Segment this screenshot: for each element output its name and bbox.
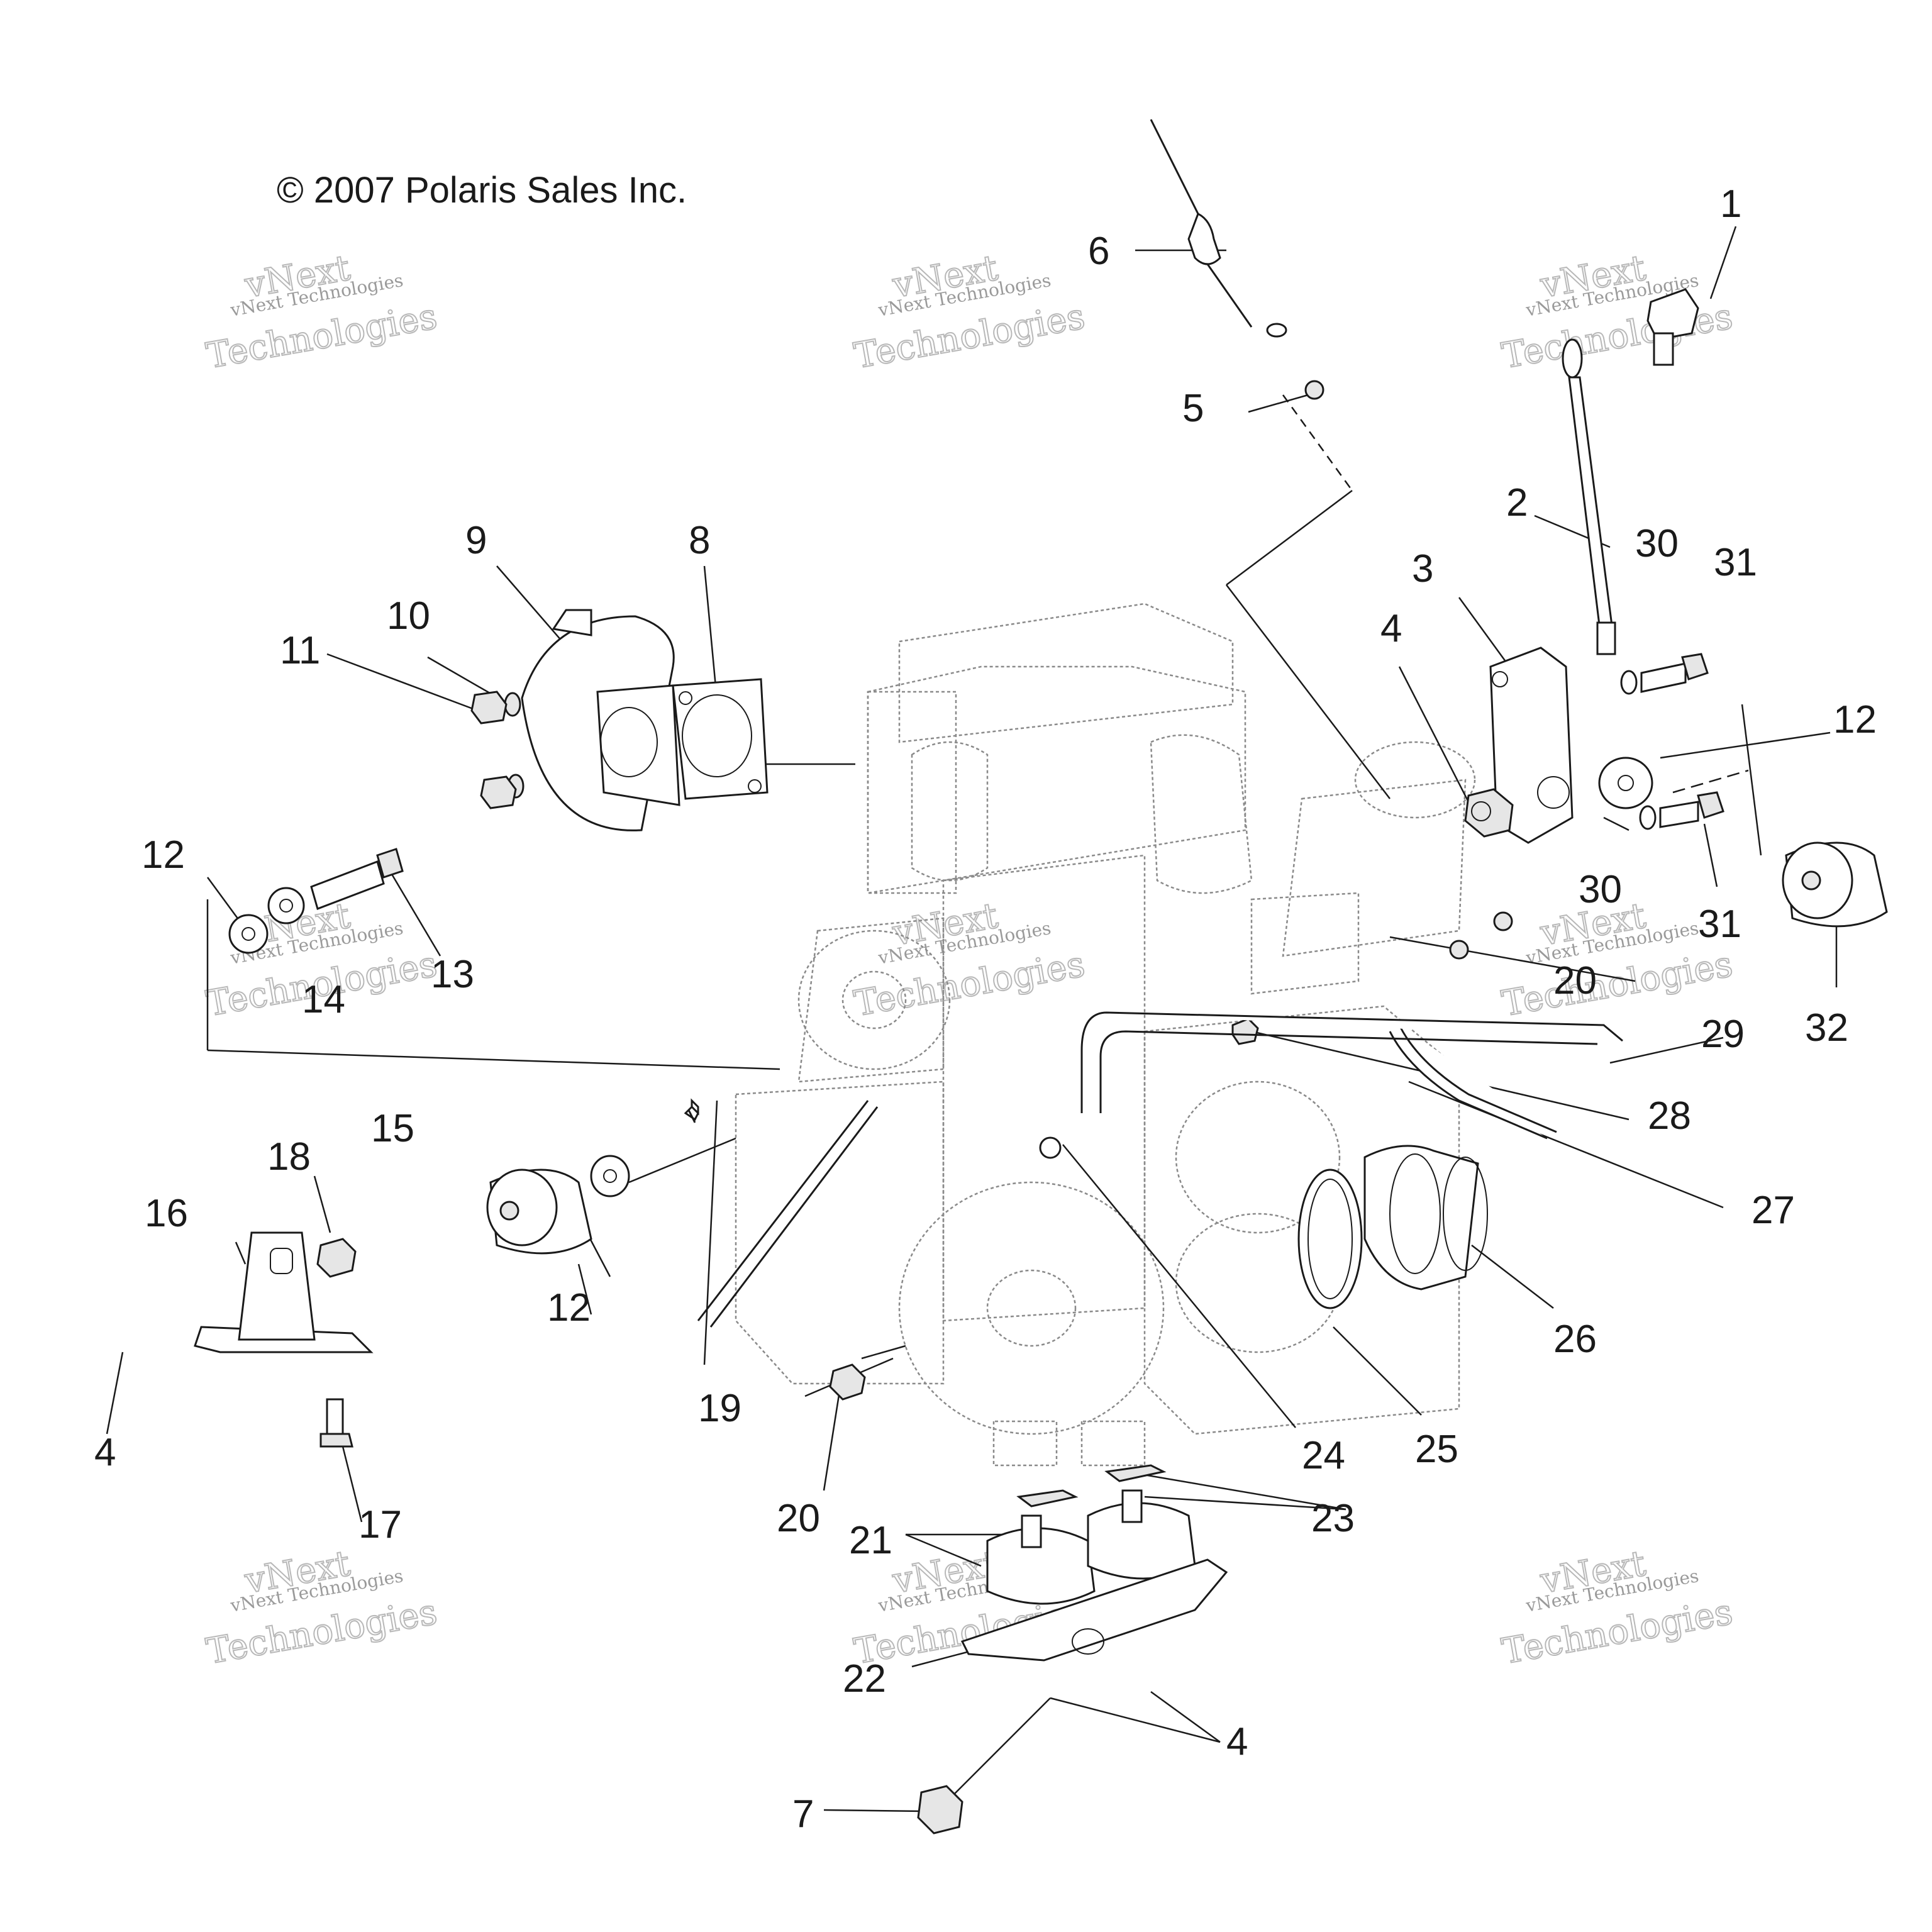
watermark-bottom-left: vNext vNext Technologies Technologies <box>203 1543 440 1674</box>
callout-31-bottom: 31 <box>1698 902 1741 946</box>
part-20-nut-lower <box>829 1363 866 1401</box>
callout-24: 24 <box>1302 1434 1345 1477</box>
part-1-bolt <box>1646 288 1699 366</box>
part-15-mount <box>486 1169 592 1255</box>
callout-2: 2 <box>1506 481 1528 525</box>
callout-20-lower: 20 <box>777 1497 820 1540</box>
part-6-cable <box>1150 119 1287 338</box>
callout-12-left: 12 <box>142 833 185 877</box>
part-12-washer-left <box>228 914 269 954</box>
callout-8: 8 <box>689 519 710 562</box>
part-9-elbow <box>521 609 680 831</box>
part-16-bracket <box>194 1231 374 1353</box>
callout-20-upper: 20 <box>1553 959 1597 1002</box>
part-17-bolt <box>319 1398 353 1448</box>
part-2-rod <box>1562 338 1616 655</box>
callout-6: 6 <box>1088 230 1109 273</box>
callout-21: 21 <box>849 1519 892 1562</box>
callout-5: 5 <box>1182 387 1204 430</box>
callout-12-right: 12 <box>1833 698 1877 741</box>
part-18-nut <box>316 1238 357 1278</box>
watermark-top-center: vNext vNext Technologies Technologies <box>850 247 1088 378</box>
part-29-hose <box>1080 1011 1623 1113</box>
callout-12-mount: 12 <box>547 1286 591 1330</box>
callout-1: 1 <box>1720 182 1741 226</box>
callout-26: 26 <box>1553 1318 1597 1361</box>
callout-4-left: 4 <box>94 1431 116 1474</box>
part-28-clip <box>1231 1018 1259 1045</box>
part-26-boot <box>1363 1145 1488 1291</box>
callout-14: 14 <box>302 978 345 1021</box>
part-31-bolt <box>1640 653 1724 828</box>
part-22-plate <box>960 1558 1228 1662</box>
part-7-nut <box>917 1785 963 1835</box>
callout-17: 17 <box>358 1503 402 1546</box>
callout-22: 22 <box>843 1657 886 1701</box>
callout-4-bracket: 4 <box>1380 607 1402 650</box>
part-11-nut <box>470 691 517 809</box>
part-21-mount <box>986 1489 1196 1605</box>
callout-13: 13 <box>431 953 474 996</box>
part-19-rod <box>684 1098 879 1328</box>
watermark-mid-center: vNext vNext Technologies Technologies <box>850 895 1088 1026</box>
part-32-mount <box>1782 841 1888 928</box>
callout-11: 11 <box>280 629 320 672</box>
callout-18: 18 <box>267 1135 311 1179</box>
callout-3: 3 <box>1412 547 1433 591</box>
callout-31-top: 31 <box>1714 541 1757 584</box>
part-4-nut-bracket <box>1464 788 1514 838</box>
part-12-washer-mount <box>590 1155 630 1197</box>
engine-assembly <box>735 602 1476 1467</box>
callout-30-bottom: 30 <box>1579 868 1622 911</box>
watermark-top-left: vNext vNext Technologies Technologies <box>203 247 440 378</box>
callout-30-top: 30 <box>1635 522 1679 565</box>
callout-labels: 1 2 3 4 4 4 5 6 7 8 9 10 11 12 12 12 13 … <box>94 182 1877 1836</box>
callout-19: 19 <box>698 1387 741 1430</box>
callout-15: 15 <box>371 1107 414 1150</box>
part-8-gasket <box>672 678 769 800</box>
callout-23: 23 <box>1311 1497 1355 1540</box>
callout-32: 32 <box>1805 1006 1848 1050</box>
part-5-nut <box>1304 380 1324 400</box>
watermark-top-right: vNext vNext Technologies Technologies <box>1498 247 1736 378</box>
callout-25: 25 <box>1415 1428 1458 1471</box>
callout-7: 7 <box>792 1792 814 1836</box>
part-23-washer <box>1016 1464 1167 1507</box>
callout-16: 16 <box>145 1192 188 1235</box>
part-25-clamp <box>1297 1169 1363 1309</box>
part-20-nut-upper <box>1449 911 1513 960</box>
callout-27: 27 <box>1752 1189 1795 1232</box>
part-12-washer-right <box>1598 757 1653 809</box>
part-14-washer <box>267 887 305 924</box>
callout-4-bottom: 4 <box>1226 1720 1248 1763</box>
part-30-washer <box>1620 670 1657 830</box>
part-13-bolt <box>310 848 404 910</box>
callout-9: 9 <box>465 519 487 562</box>
part-27-hose <box>1389 1024 1557 1140</box>
copyright-notice: © 2007 Polaris Sales Inc. <box>277 170 687 211</box>
callout-10: 10 <box>387 594 430 638</box>
callout-28: 28 <box>1648 1094 1691 1138</box>
watermark-bottom-right: vNext vNext Technologies Technologies <box>1498 1543 1736 1674</box>
callout-29: 29 <box>1701 1013 1745 1056</box>
part-24-fitting <box>1039 1136 1062 1159</box>
